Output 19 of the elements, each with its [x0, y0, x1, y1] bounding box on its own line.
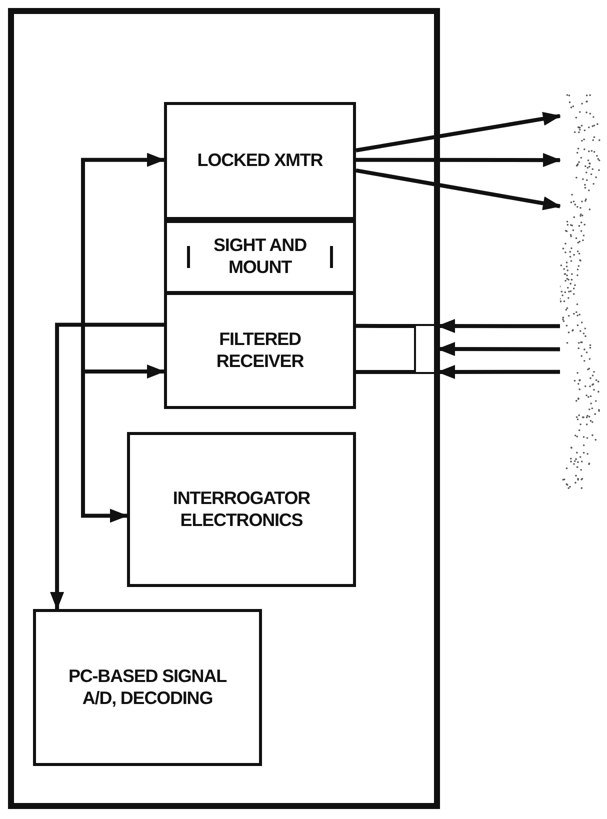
block-label: PC-BASED SIGNAL A/D, DECODING [67, 666, 228, 710]
block-box [127, 432, 356, 587]
arrow [437, 319, 560, 334]
arrow [437, 364, 560, 379]
arrow [356, 112, 561, 152]
block-label: SIGHT AND MOUNT [212, 235, 308, 279]
arrow [356, 153, 561, 168]
block-box [164, 292, 356, 409]
block-label: LOCKED XMTR [197, 150, 323, 172]
arrow [356, 168, 561, 210]
block-box [33, 609, 262, 766]
block-label: INTERROGATOR ELECTRONICS [172, 488, 312, 532]
block-box [164, 102, 356, 220]
arrow [50, 322, 164, 610]
block-label: FILTERED RECEIVER [215, 328, 305, 372]
block-box [164, 220, 356, 294]
arrow [437, 342, 560, 356]
system-frame [8, 8, 440, 809]
arrow [81, 152, 165, 340]
